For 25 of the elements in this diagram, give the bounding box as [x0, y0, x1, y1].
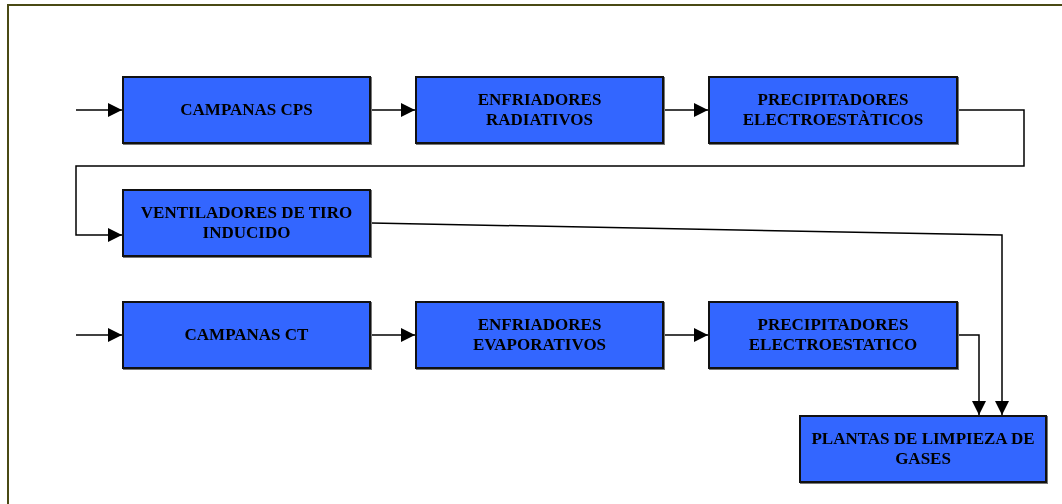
process-box — [708, 301, 958, 369]
arrow — [75, 103, 123, 117]
process-box — [799, 415, 1047, 483]
box-label: VENTILADORES DE TIRO INDUCIDO — [139, 202, 354, 244]
box-label: ENFRIADORES EVAPORATIVOS — [471, 314, 608, 356]
box-label: PLANTAS DE LIMPIEZA DE GASES — [810, 428, 1036, 470]
box-label: PRECIPITADORES ELECTROESTÀTICOS — [741, 89, 925, 131]
process-box — [415, 301, 664, 369]
process-box — [708, 76, 958, 144]
box-label: PRECIPITADORES ELECTROESTATICO — [747, 314, 919, 356]
arrow — [75, 328, 123, 342]
arrow — [370, 328, 416, 342]
box-label: CAMPANAS CPS — [180, 99, 313, 121]
box-label: ENFRIADORES RADIATIVOS — [476, 89, 603, 131]
arrow — [370, 222, 1009, 416]
process-box — [415, 76, 664, 144]
arrow — [663, 328, 709, 342]
process-box — [122, 76, 371, 144]
process-box — [122, 189, 371, 257]
arrow — [957, 334, 986, 416]
arrow — [663, 103, 709, 117]
box-label: CAMPANAS CT — [184, 324, 309, 346]
arrow — [370, 103, 416, 117]
process-box — [122, 301, 371, 369]
arrow — [75, 109, 1025, 242]
